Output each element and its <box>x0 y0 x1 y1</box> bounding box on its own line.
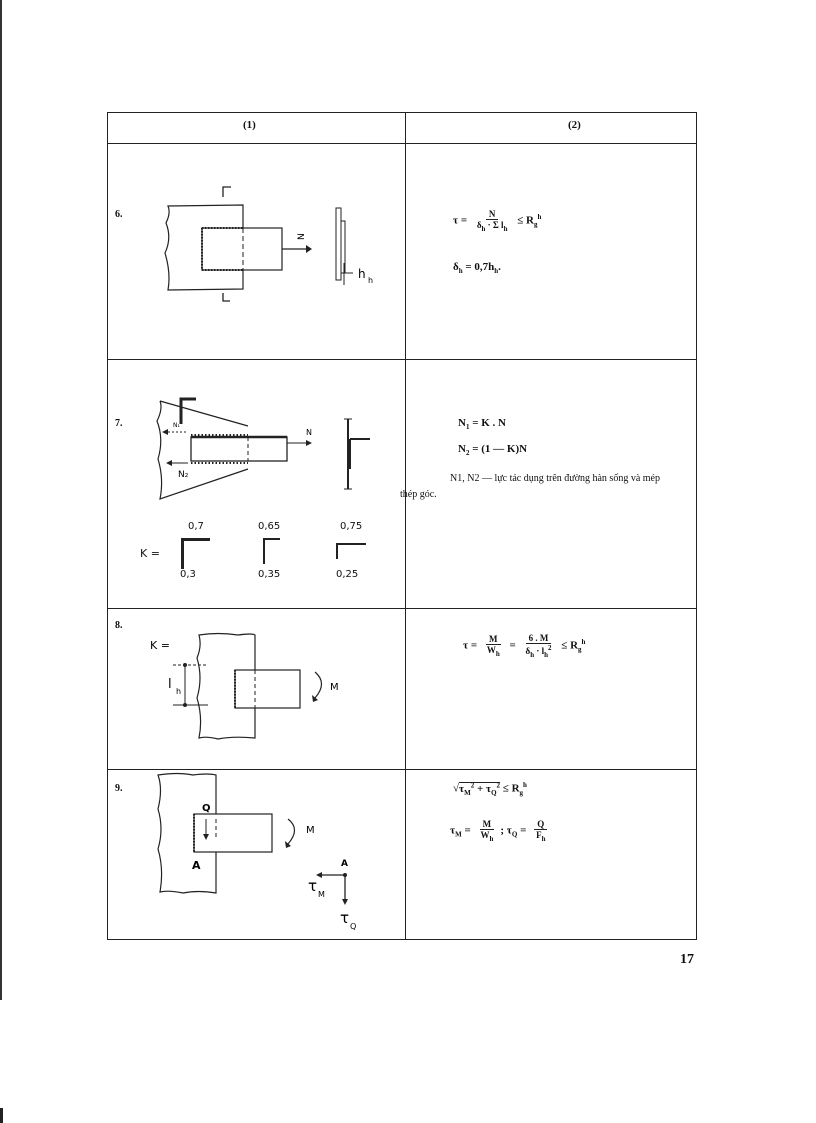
k-label: K = <box>140 547 160 560</box>
k-value-top: 0,75 <box>340 521 363 532</box>
k-angle-1 <box>181 538 210 569</box>
svg-text:l: l <box>168 677 172 692</box>
k-value-bottom: 0,35 <box>258 569 281 580</box>
svg-text:τ: τ <box>340 909 349 927</box>
formula-7b: N2 = (1 — K)N <box>458 443 528 458</box>
formula-7-note: N1, N2 — lực tác dụng trên đường hàn sốn… <box>400 473 660 500</box>
svg-text:Q: Q <box>202 803 211 814</box>
svg-text:N: N <box>297 233 307 240</box>
svg-text:A: A <box>192 859 201 872</box>
formula-9a: √τM2 + τQ2 ≤ Rgh <box>453 781 527 797</box>
svg-text:h: h <box>358 267 366 281</box>
svg-text:τ: τ <box>308 877 317 895</box>
svg-text:N₂: N₂ <box>178 470 189 480</box>
k-value-top: 0,65 <box>258 521 281 532</box>
k-value-bottom: 0,25 <box>336 569 359 580</box>
column-divider <box>405 113 406 939</box>
svg-text:h: h <box>176 687 181 696</box>
row-divider <box>108 769 696 770</box>
formula-7a: N1 = K . N <box>458 417 506 432</box>
svg-text:M: M <box>318 890 325 899</box>
diagram-row-7: N N₁ N₂ K = <box>150 397 370 652</box>
svg-text:N₁: N₁ <box>173 422 180 429</box>
k-label: K = <box>150 639 170 652</box>
svg-text:M: M <box>330 682 339 693</box>
scan-edge <box>0 0 2 1000</box>
k-value-bottom: 0,3 <box>180 569 196 580</box>
column-header-2: (2) <box>568 119 581 131</box>
formula-6b: δh = 0,7hh. <box>453 261 501 276</box>
k-angle-3 <box>336 543 366 559</box>
svg-text:M: M <box>306 825 315 836</box>
page-number: 17 <box>680 952 694 967</box>
row-number-7: 7. <box>115 418 123 429</box>
k-value-top: 0,7 <box>188 521 204 532</box>
svg-text:N: N <box>306 428 312 437</box>
svg-text:Q: Q <box>350 922 356 931</box>
row-divider <box>108 359 696 360</box>
svg-text:h: h <box>368 276 373 285</box>
column-header-1: (1) <box>243 119 256 131</box>
header-divider <box>108 143 696 144</box>
svg-text:A: A <box>341 859 348 869</box>
row-number-9: 9. <box>115 783 123 794</box>
row-divider <box>108 608 696 609</box>
scan-mark <box>0 1108 3 1123</box>
k-angle-2 <box>263 538 280 564</box>
row-number-8: 8. <box>115 620 123 631</box>
row-number-6: 6. <box>115 209 123 220</box>
